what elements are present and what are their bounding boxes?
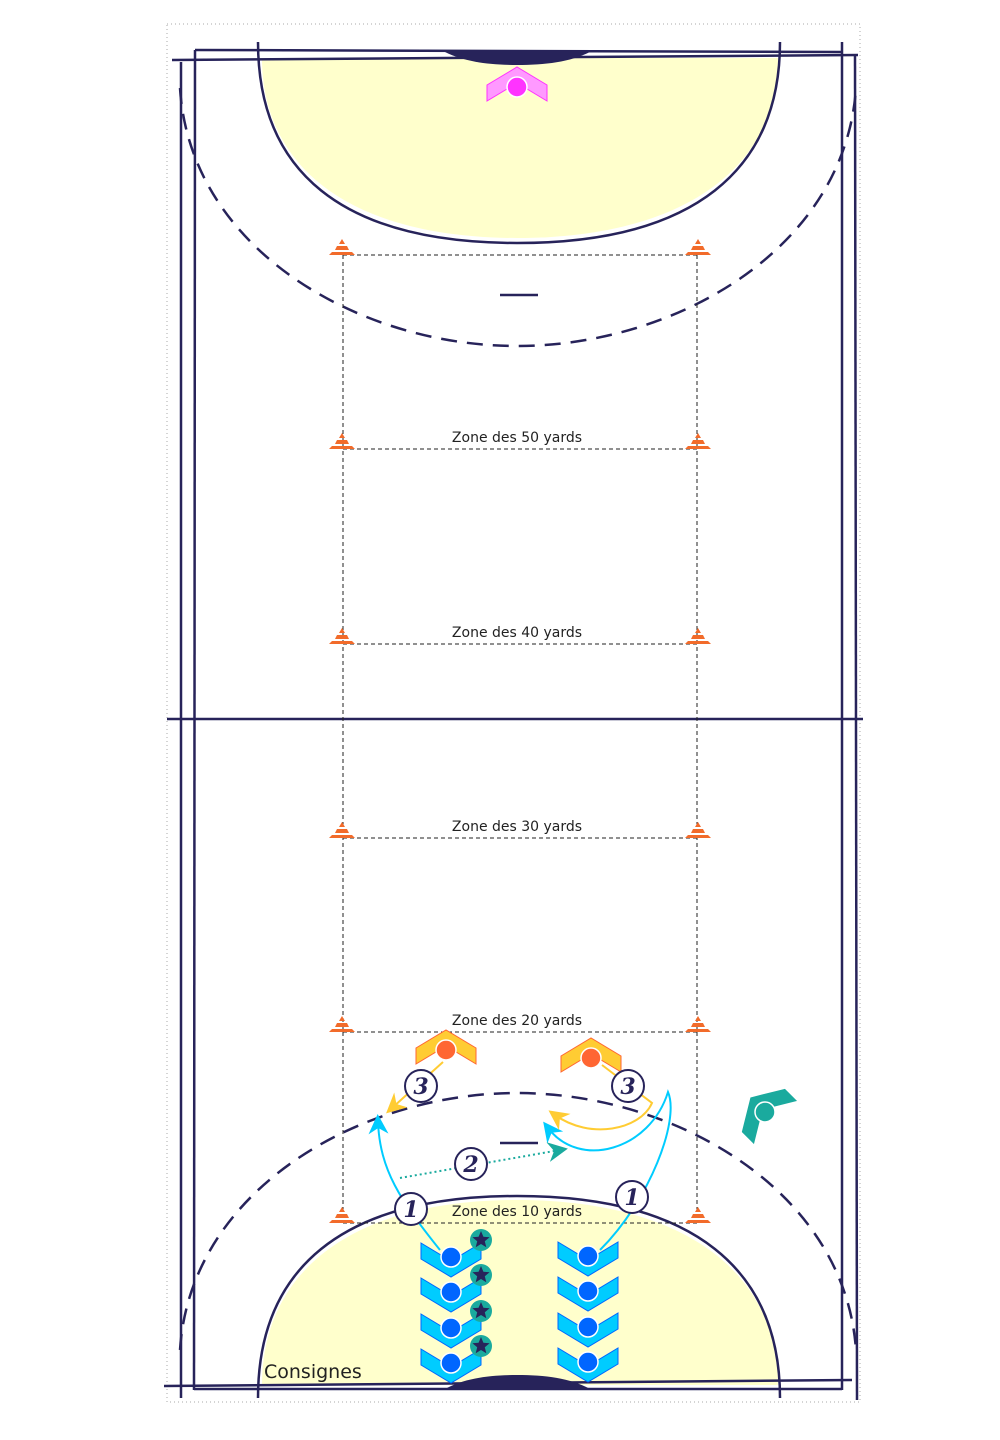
- bottom-goal-area: [262, 1200, 778, 1385]
- cone-icon: [685, 1016, 711, 1032]
- top-goal: [445, 52, 590, 65]
- cone-icon: [685, 822, 711, 838]
- attacker-player: [420, 1348, 482, 1384]
- coach-player: [741, 1088, 798, 1145]
- bottom-goal: [445, 1375, 590, 1389]
- attacker-player: [557, 1312, 619, 1348]
- bottom-goal-area-line: [256, 1194, 782, 1399]
- cone-icon: [329, 628, 355, 644]
- defender-player: [560, 1037, 622, 1073]
- run-arrow-left: [368, 1114, 441, 1251]
- goalkeeper-player: [486, 66, 548, 102]
- top-goal-area-line: [256, 41, 782, 245]
- cone-icon: [685, 239, 711, 255]
- attacker-player: [557, 1347, 619, 1383]
- defender-player: [415, 1029, 477, 1065]
- zone-label: Zone des 40 yards: [452, 625, 582, 641]
- zone-label: Zone des 10 yards: [452, 1204, 582, 1220]
- cone-icon: [685, 628, 711, 644]
- step-badge: 1: [615, 1180, 649, 1214]
- cone-icon: [685, 1207, 711, 1223]
- cone-icon: [329, 1207, 355, 1223]
- step-number: 3: [620, 1074, 635, 1100]
- cone-icon: [685, 433, 711, 449]
- cone-icon: [329, 239, 355, 255]
- defender-arrow-right: [548, 1064, 654, 1131]
- step-badge: 1: [394, 1192, 428, 1226]
- step-badge: 3: [611, 1069, 645, 1103]
- page-border: [166, 23, 861, 1403]
- star-icon: [470, 1229, 492, 1251]
- attacker-player: [557, 1276, 619, 1312]
- top-free-throw-line: [178, 87, 858, 348]
- step-number: 1: [403, 1197, 418, 1223]
- step-number: 3: [413, 1074, 428, 1100]
- step-badge: 3: [404, 1069, 438, 1103]
- bottom-free-throw-line: [178, 1091, 858, 1351]
- star-icon: [470, 1335, 492, 1357]
- top-goal-area: [262, 58, 778, 238]
- zone-label: Zone des 50 yards: [452, 430, 582, 446]
- attacker-player: [420, 1277, 482, 1313]
- step-badge: 2: [454, 1147, 488, 1181]
- zone-label: Zone des 20 yards: [452, 1013, 582, 1029]
- instructions-label: Consignes: [264, 1361, 362, 1383]
- zone-label: Zone des 30 yards: [452, 819, 582, 835]
- step-number: 2: [462, 1152, 478, 1178]
- attacker-player: [420, 1242, 482, 1278]
- attacker-player: [420, 1313, 482, 1349]
- star-icon: [470, 1300, 492, 1322]
- step-number: 1: [624, 1185, 639, 1211]
- cone-icon: [329, 1016, 355, 1032]
- star-icon: [470, 1264, 492, 1286]
- attacker-player: [557, 1241, 619, 1277]
- cone-icon: [329, 433, 355, 449]
- cone-icon: [329, 822, 355, 838]
